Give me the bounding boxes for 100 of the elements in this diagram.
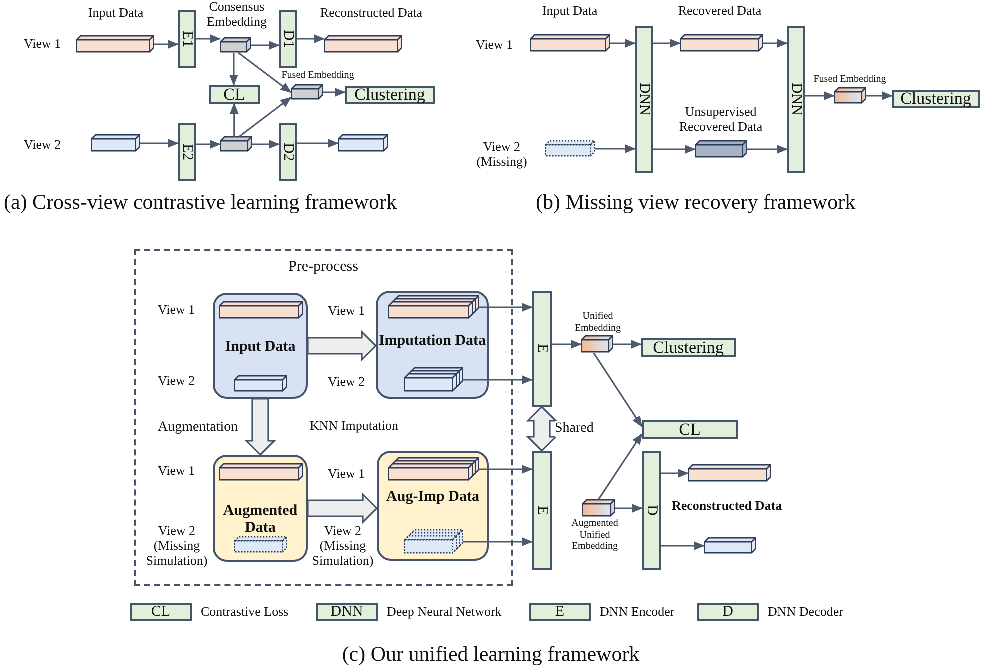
data-cuboid xyxy=(220,38,251,53)
data-cuboid xyxy=(530,35,610,52)
text-label: View 1 xyxy=(158,464,196,479)
embedding-caption: Unified Embedding xyxy=(574,311,622,334)
panel-title: Imputation Data xyxy=(378,333,487,350)
arrow xyxy=(154,40,180,49)
block-arrow xyxy=(307,492,378,524)
panel-title: Aug-Imp Data xyxy=(386,489,480,506)
data-cuboid xyxy=(680,35,763,52)
edge-label: Shared xyxy=(555,421,594,437)
embedding-caption: Fused Embedding xyxy=(812,74,888,86)
panel-title: Augmented Data xyxy=(222,503,299,538)
text-label: View 2 (Missing) xyxy=(476,140,528,170)
subfigure-caption: (b) Missing view recovery framework xyxy=(536,190,857,214)
process-box: Clustering xyxy=(641,338,736,357)
text-label: View 1 xyxy=(328,467,366,482)
arrow xyxy=(238,97,292,138)
legend-swatch: E xyxy=(529,603,591,621)
arrow xyxy=(613,340,642,349)
block-arrow xyxy=(307,330,378,362)
arrow xyxy=(196,34,222,44)
legend-text: Contrastive Loss xyxy=(201,604,289,620)
text-label: View 2 xyxy=(158,374,196,389)
data-cuboid xyxy=(404,530,463,554)
network-block: D2 xyxy=(279,123,297,181)
arrow xyxy=(653,145,696,154)
arrow xyxy=(463,538,534,546)
process-box: CL xyxy=(642,420,738,439)
data-panel xyxy=(377,451,489,561)
data-cuboid xyxy=(234,537,287,553)
arrow xyxy=(763,39,788,48)
data-cuboid xyxy=(695,141,747,158)
arrow xyxy=(595,144,636,154)
arrow xyxy=(661,469,690,478)
arrow xyxy=(297,139,340,148)
block-arrow xyxy=(526,406,558,452)
data-cuboid xyxy=(581,336,613,353)
arrow xyxy=(593,352,643,428)
data-cuboid xyxy=(388,296,479,319)
arrow xyxy=(463,376,534,384)
embedding-caption: Consensus Embedding xyxy=(206,0,268,30)
text-label: Reconstructed Data xyxy=(319,6,424,21)
data-panel xyxy=(213,293,308,399)
arrow xyxy=(747,145,788,154)
network-block: DNN xyxy=(635,26,653,173)
arrow xyxy=(297,34,326,44)
text-label: View 1 xyxy=(158,303,196,318)
arrow xyxy=(140,139,180,148)
data-cuboid xyxy=(234,376,287,392)
text-label: View 1 xyxy=(328,304,366,319)
arrow xyxy=(479,303,534,312)
arrow xyxy=(615,504,644,513)
embedding-caption: Unsupervised Recovered Data xyxy=(678,105,764,135)
data-cuboid xyxy=(219,302,303,319)
legend-swatch: CL xyxy=(130,603,192,621)
network-block: E xyxy=(532,291,552,407)
legend-swatch: D xyxy=(697,603,759,621)
panel-title: Pre-process xyxy=(288,259,360,276)
text-label: Input Data xyxy=(541,4,599,19)
data-cuboid xyxy=(76,36,154,53)
figure-caption: (c) Our unified learning framework xyxy=(341,642,641,667)
text-label: View 1 xyxy=(24,37,62,52)
network-block: E1 xyxy=(178,10,196,68)
text-label: Fused Embedding xyxy=(280,70,356,82)
arrow xyxy=(866,92,894,100)
arrow xyxy=(196,140,222,149)
data-cuboid xyxy=(688,465,771,482)
legend-swatch: DNN xyxy=(316,603,378,621)
network-block: D1 xyxy=(279,10,297,68)
legend-text: DNN Decoder xyxy=(768,604,844,620)
text-label: Input Data xyxy=(87,6,145,21)
arrow xyxy=(251,41,280,50)
text-label: View 2 (Missing Simulation) xyxy=(145,524,209,569)
network-block: DNN xyxy=(787,26,805,173)
process-box: CL xyxy=(209,85,260,104)
legend-text: Deep Neural Network xyxy=(387,604,502,620)
text-label: Reconstructed Data xyxy=(672,499,784,514)
data-cuboid xyxy=(704,538,756,554)
arrow xyxy=(610,39,636,48)
data-panel xyxy=(213,455,308,562)
arrow xyxy=(238,52,292,94)
text-label: View 2 xyxy=(328,375,366,390)
text-label: KNN Imputation xyxy=(310,419,400,434)
data-cuboid xyxy=(582,500,615,517)
edge-label: Augmentation xyxy=(158,420,238,436)
data-cuboid xyxy=(388,458,479,481)
arrow xyxy=(653,39,682,48)
network-block: E xyxy=(532,451,552,570)
panel-title: Input Data xyxy=(224,339,297,356)
data-cuboid xyxy=(338,135,388,152)
data-cuboid xyxy=(220,137,252,152)
data-panel xyxy=(376,291,489,399)
data-cuboid xyxy=(91,135,140,152)
embedding-caption: Augmented Unified Embedding xyxy=(570,518,620,552)
arrow xyxy=(252,140,280,149)
process-box: Clustering xyxy=(892,90,980,108)
arrow xyxy=(598,433,643,500)
arrow xyxy=(661,542,706,550)
text-label: View 2 (Missing Simulation) xyxy=(311,524,375,569)
subfigure-caption: (a) Cross-view contrastive learning framework xyxy=(4,190,398,214)
